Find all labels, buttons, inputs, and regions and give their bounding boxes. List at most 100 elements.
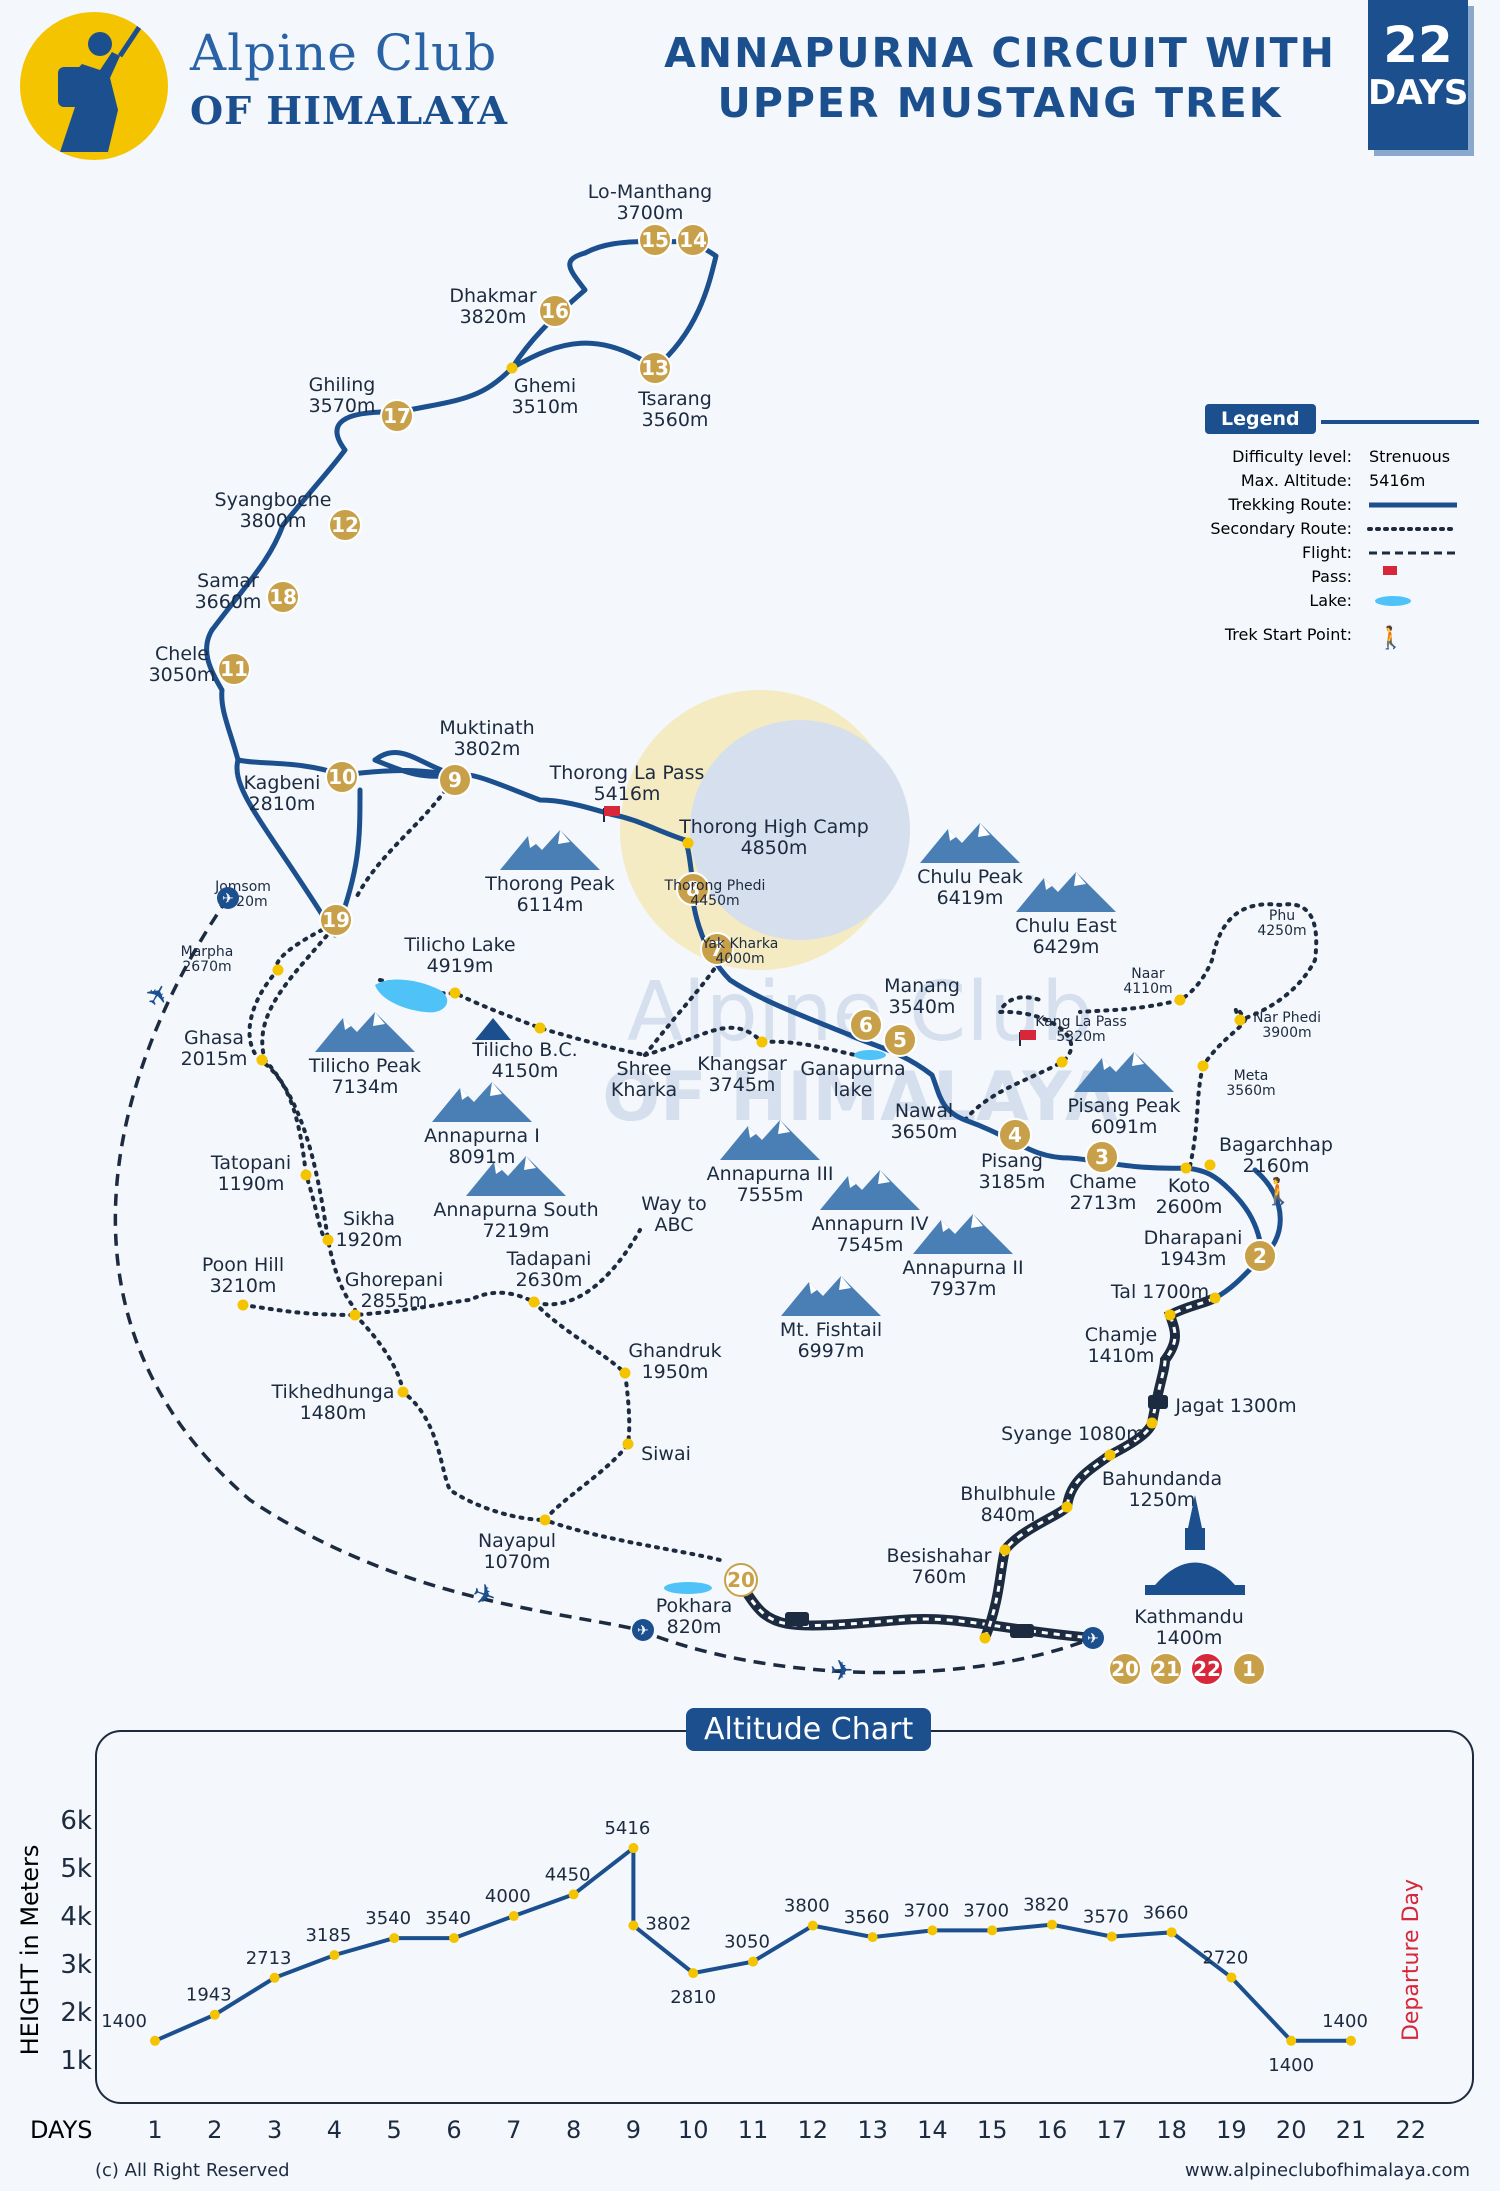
place-altitude: 1920m [336, 1229, 403, 1251]
altitude-value-label: 3700 [903, 1900, 949, 1921]
stop-dot [1164, 1309, 1176, 1321]
svg-text:11: 11 [220, 657, 248, 681]
altitude-value-label: 3570 [1083, 1907, 1129, 1928]
place-name: Koto [1168, 1175, 1210, 1197]
svg-text:✈: ✈ [1087, 1631, 1099, 1647]
place-altitude: 3802m [454, 738, 521, 760]
altitude-point [1286, 2035, 1297, 2046]
altitude-value-label: 3560 [844, 1907, 890, 1928]
place-altitude: 760m [912, 1566, 967, 1588]
ganapurna-lake-shape [854, 1050, 886, 1060]
peak-altitude: 6114m [517, 894, 584, 916]
altitude-value-label: 2713 [246, 1948, 292, 1969]
place-name: Jagat 1300m [1174, 1395, 1296, 1417]
mountain-icon [1074, 1052, 1174, 1092]
place-name: Kagbeni [244, 772, 321, 794]
place-name: Lo-Manthang [588, 181, 712, 203]
stop-dot [300, 1169, 312, 1181]
peak-name: Annapurna South [433, 1199, 598, 1221]
place-name: Kathmandu [1134, 1606, 1244, 1628]
peak-altitude: 6091m [1091, 1116, 1158, 1138]
logo-emblem [20, 12, 168, 160]
jeep-icon [785, 1612, 809, 1626]
place-name: Chele [155, 643, 209, 665]
peak-name: Annapurna I [424, 1125, 540, 1147]
peak-name: Chulu Peak [917, 866, 1023, 888]
place-name: Tatopani [210, 1152, 291, 1174]
place-altitude: 3745m [709, 1074, 776, 1096]
place-altitude: Kharka [611, 1079, 677, 1101]
altitude-value-label: 3540 [365, 1908, 411, 1929]
legend-lake: Lake: [1309, 591, 1352, 610]
place-altitude: 2630m [516, 1269, 583, 1291]
altitude-point [1047, 1919, 1057, 1930]
place-altitude: 4250m [1257, 923, 1306, 939]
airport-icon: ✈ [217, 887, 239, 909]
svg-text:1: 1 [1242, 1657, 1256, 1681]
place-name: Syange 1080m [1001, 1423, 1145, 1445]
x-tick-label: 4 [327, 2116, 342, 2144]
altitude-point [748, 1956, 758, 1967]
place-name: Muktinath [439, 717, 534, 739]
peak-name: Annapurna III [707, 1163, 834, 1185]
place-altitude: 1950m [642, 1361, 709, 1383]
svg-text:19: 19 [322, 908, 350, 932]
place-altitude: 5320m [1056, 1029, 1105, 1045]
jeep-icon [1010, 1624, 1034, 1638]
place-altitude: 2810m [249, 793, 316, 815]
altitude-point [1226, 1972, 1237, 1983]
altitude-point [688, 1968, 699, 1979]
altitude-point [269, 1972, 280, 1983]
svg-text:21: 21 [1152, 1657, 1180, 1681]
day-badge: 22 [1190, 1652, 1224, 1686]
svg-text:4: 4 [1008, 1123, 1022, 1147]
days-badge: 22 DAYS [1368, 0, 1468, 150]
days-number: 22 [1383, 16, 1453, 74]
altitude-value-label: 3820 [1023, 1895, 1069, 1916]
day-badge: 20 [1108, 1652, 1142, 1686]
airport-icon: ✈ [1082, 1627, 1104, 1649]
place-name: Meta [1234, 1068, 1269, 1084]
day-badge: 5 [883, 1023, 917, 1057]
place-altitude: 1480m [300, 1402, 367, 1424]
place-altitude: 4850m [741, 837, 808, 859]
stop-dot [1234, 1014, 1246, 1026]
place-altitude: 3900m [1262, 1025, 1311, 1041]
x-tick-label: 12 [798, 2116, 829, 2144]
x-tick-label: 1 [147, 2116, 162, 2144]
place-name: Pisang [981, 1150, 1043, 1172]
stop-dot [979, 1632, 991, 1644]
svg-text:20: 20 [727, 1568, 755, 1592]
altitude-point [987, 1925, 998, 1936]
place-name: Siwai [641, 1443, 691, 1465]
day-badge: 12 [328, 508, 362, 542]
svg-text:14: 14 [679, 228, 707, 252]
stop-dot [349, 1309, 361, 1321]
place-name: Marpha [181, 944, 234, 960]
place-name: Ghandruk [628, 1340, 721, 1362]
place-altitude: 3560m [1226, 1083, 1275, 1099]
altitude-point [927, 1925, 938, 1936]
lakes [375, 979, 886, 1594]
peak-altitude: 7937m [930, 1278, 997, 1300]
svg-text:✈: ✈ [222, 891, 234, 907]
legend-difficulty-value: Strenuous [1369, 447, 1450, 466]
place-altitude: 1943m [1160, 1248, 1227, 1270]
place-altitude: 820m [667, 1616, 722, 1638]
svg-text:3: 3 [1095, 1145, 1109, 1169]
y-tick-label: 2k [60, 1998, 92, 2028]
x-tick-label: 15 [977, 2116, 1008, 2144]
stop-dot [322, 1234, 334, 1246]
place-name: Ghasa [184, 1027, 244, 1049]
stop-dot [1197, 1060, 1209, 1072]
altitude-value-label: 4450 [545, 1864, 591, 1885]
place-altitude: 3510m [512, 396, 579, 418]
website-link[interactable]: www.alpineclubofhimalaya.com [1184, 2160, 1470, 2181]
x-tick-label: 5 [387, 2116, 402, 2144]
place-name: Ghorepani [345, 1269, 444, 1291]
x-tick-label: 22 [1396, 2116, 1427, 2144]
x-tick-label: 19 [1216, 2116, 1247, 2144]
place-altitude: 2160m [1243, 1155, 1310, 1177]
peak-altitude: 7545m [837, 1234, 904, 1256]
